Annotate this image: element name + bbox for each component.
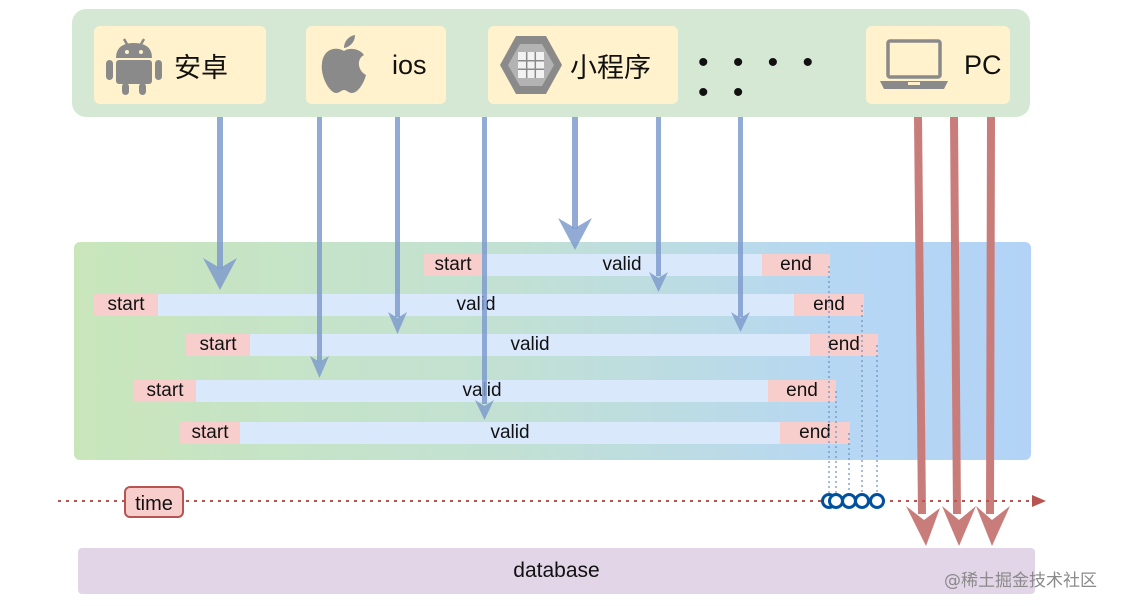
valid-label: valid xyxy=(490,422,530,443)
end-label: end xyxy=(762,254,830,276)
laptop-icon xyxy=(880,39,948,89)
valid-label: valid xyxy=(510,334,550,355)
platform-android: 安卓 xyxy=(94,26,266,104)
end-label: end xyxy=(810,334,878,356)
start-label: start xyxy=(180,422,240,444)
valid-label: valid xyxy=(462,380,502,401)
request-arrow xyxy=(203,117,237,290)
request-arrow xyxy=(388,117,407,334)
request-arrow xyxy=(649,117,668,292)
pc-request-arrow xyxy=(906,117,940,546)
end-label: end xyxy=(794,294,864,316)
platform-label-pc: PC xyxy=(964,49,1002,80)
valid-bar xyxy=(240,422,780,444)
watermark: @稀土掘金技术社区 xyxy=(944,571,1097,591)
android-icon xyxy=(106,38,162,95)
request-row: start valid end xyxy=(180,422,850,444)
request-arrow xyxy=(475,117,494,420)
platform-ios: ios xyxy=(306,26,446,104)
valid-label: valid xyxy=(602,254,642,275)
end-connectors xyxy=(828,266,878,494)
time-marker xyxy=(869,493,885,509)
platform-pc: PC xyxy=(866,26,1010,104)
start-label: start xyxy=(134,380,196,402)
time-label: time xyxy=(124,486,184,518)
platform-mini-program: 小程序 xyxy=(488,26,678,104)
request-row: start valid end xyxy=(424,254,830,276)
platform-label-mini-program: 小程序 xyxy=(570,52,651,83)
time-markers xyxy=(821,493,885,509)
timeline xyxy=(58,495,1046,507)
pc-request-arrow xyxy=(942,117,976,546)
valid-bar xyxy=(482,254,762,276)
request-arrow xyxy=(310,117,329,378)
end-label: end xyxy=(780,422,850,444)
database-box: database xyxy=(78,548,1035,594)
more-platforms-ellipsis: • • • • • • xyxy=(698,46,822,109)
platform-label-android: 安卓 xyxy=(174,52,228,83)
request-arrow xyxy=(558,117,592,250)
request-arrow xyxy=(731,117,750,332)
mini-program-icon xyxy=(500,36,562,94)
time-marker xyxy=(828,493,844,509)
time-marker xyxy=(854,493,870,509)
end-label: end xyxy=(768,380,836,402)
platform-label-ios: ios xyxy=(392,49,427,80)
start-label: start xyxy=(94,294,158,316)
pc-request-arrow xyxy=(976,117,1010,546)
apple-icon xyxy=(321,35,366,93)
start-label: start xyxy=(424,254,482,276)
time-marker xyxy=(841,493,857,509)
start-label: start xyxy=(186,334,250,356)
valid-bar xyxy=(250,334,810,356)
request-row: start valid end xyxy=(186,334,878,356)
